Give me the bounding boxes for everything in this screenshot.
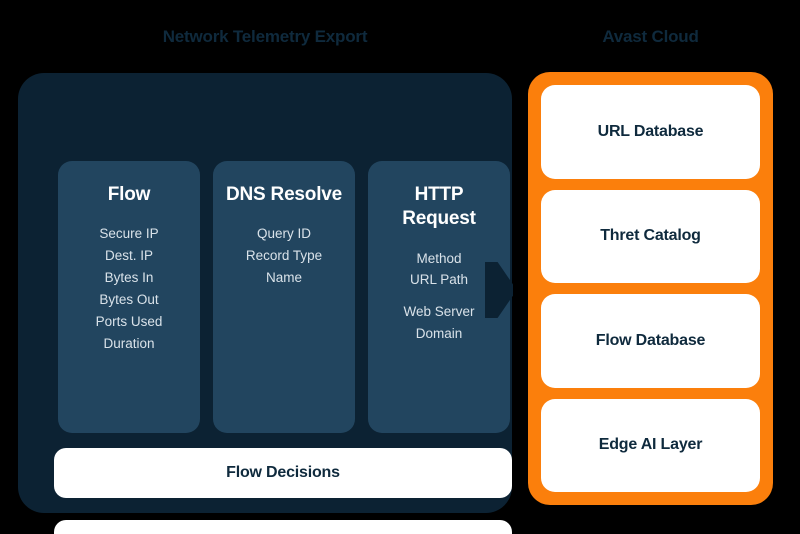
column-heading: DNS Resolve: [225, 184, 343, 205]
telemetry-column-dns-resolve[interactable]: DNS Resolve Query ID Record Type Name: [213, 161, 355, 433]
column-item-list: Query ID Record Type Name: [221, 223, 347, 289]
column-item-list: Method URL Path Web Server Domain: [376, 248, 502, 345]
database-sync-bar[interactable]: Database Sync: [54, 520, 512, 534]
list-item: Query ID: [256, 226, 311, 242]
cloud-card-url-database[interactable]: URL Database: [541, 85, 760, 179]
list-item: Dest. IP: [104, 248, 153, 264]
list-item: Web Server Domain: [403, 304, 475, 342]
list-item: Method: [416, 250, 462, 266]
list-item: Duration: [103, 335, 155, 351]
cloud-card-flow-database[interactable]: Flow Database: [541, 294, 760, 388]
cloud-card-edge-ai-layer[interactable]: Edge AI Layer: [541, 398, 760, 492]
list-item: Bytes In: [104, 270, 154, 286]
cloud-card-thret-catalog[interactable]: Thret Catalog: [541, 189, 760, 283]
list-item: Record Type: [245, 248, 323, 264]
column-item-list: Secure IP Dest. IP Bytes In Bytes Out Po…: [66, 223, 192, 354]
left-panel-title: Network Telemetry Export: [162, 27, 368, 46]
avast-cloud-panel: URL Database Thret Catalog Flow Database…: [528, 72, 773, 505]
list-item: Name: [265, 270, 302, 286]
list-item: Bytes Out: [99, 291, 159, 307]
list-item: URL Path: [409, 272, 469, 288]
column-heading: HTTP Request: [402, 184, 476, 230]
list-item: Secure IP: [99, 226, 159, 242]
telemetry-columns: Flow Secure IP Dest. IP Bytes In Bytes O…: [58, 161, 510, 433]
network-telemetry-export-panel: Flow Secure IP Dest. IP Bytes In Bytes O…: [18, 73, 512, 534]
column-heading: Flow: [107, 184, 151, 205]
list-item: Ports Used: [95, 313, 163, 329]
flow-decisions-bar[interactable]: Flow Decisions: [54, 448, 512, 498]
right-panel-title: Avast Cloud: [602, 27, 699, 46]
telemetry-column-flow[interactable]: Flow Secure IP Dest. IP Bytes In Bytes O…: [58, 161, 200, 433]
